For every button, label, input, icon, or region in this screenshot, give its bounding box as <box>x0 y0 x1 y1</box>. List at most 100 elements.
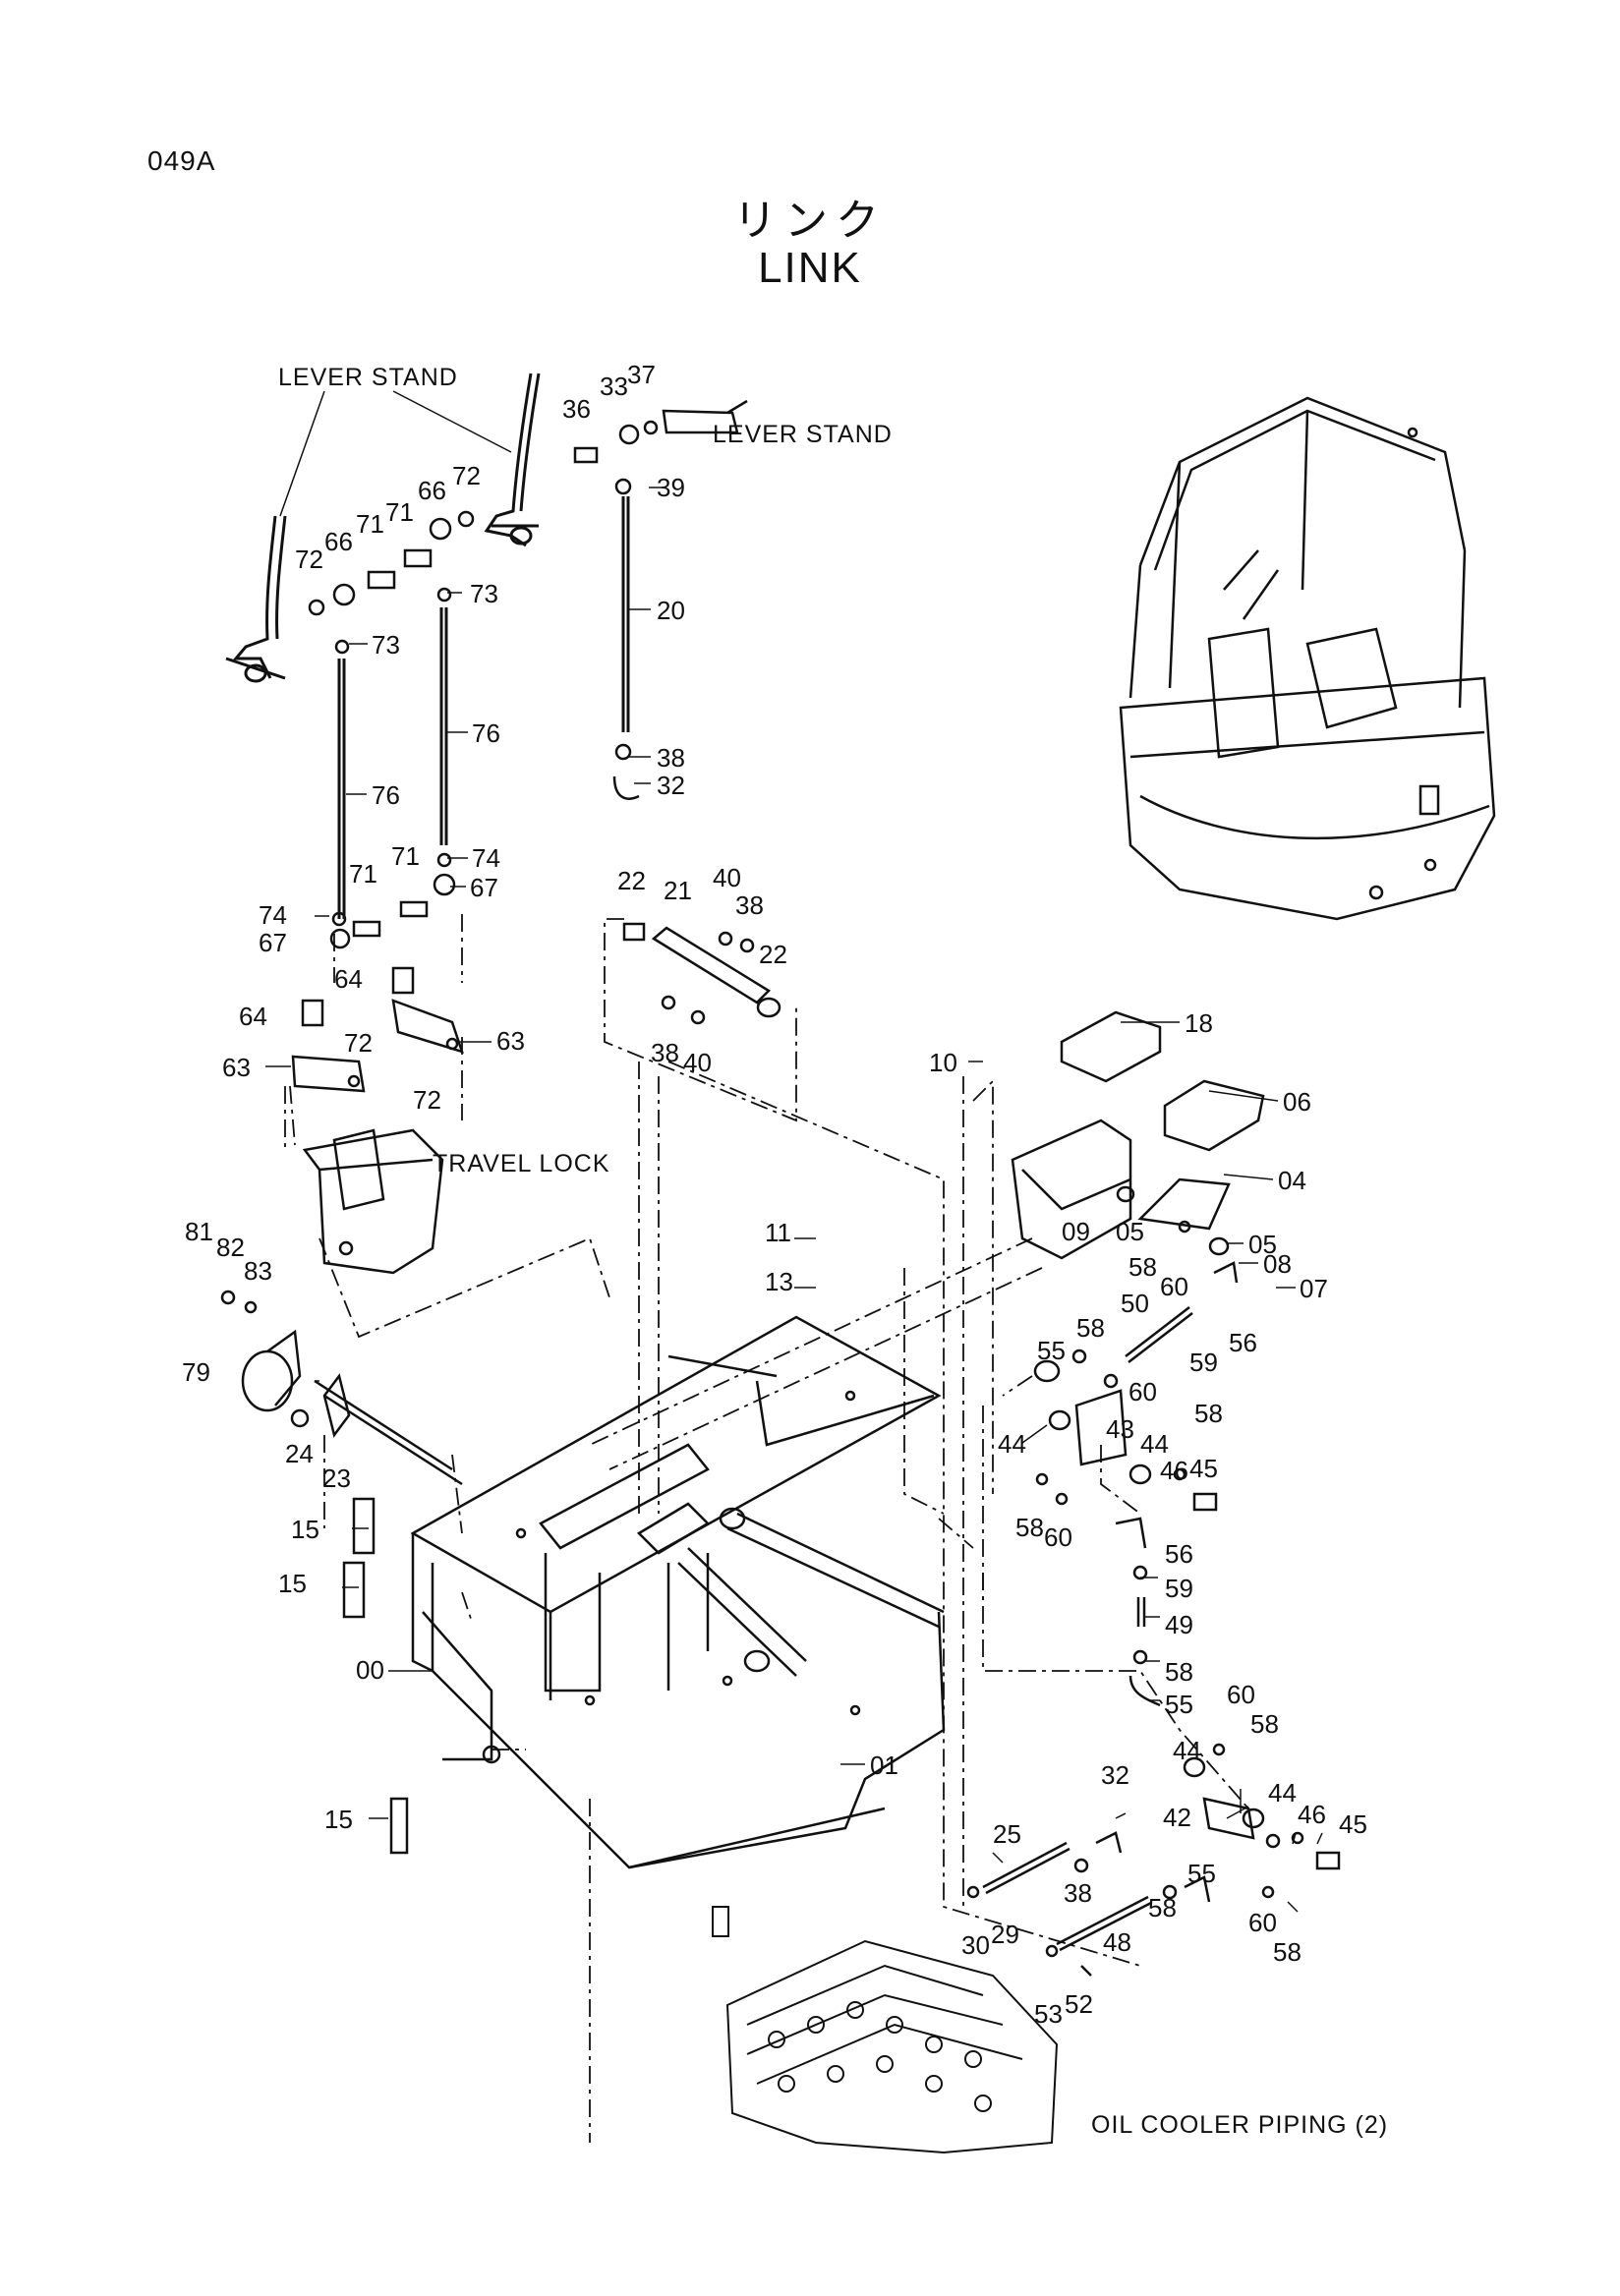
callout-30: 30 <box>961 1930 990 1960</box>
callout-10: 10 <box>929 1048 957 1077</box>
callout-52: 52 <box>1065 1989 1093 2019</box>
label-oil-cooler-piping: OIL COOLER PIPING (2) <box>1091 2111 1388 2139</box>
callout-23: 23 <box>322 1464 351 1493</box>
callout-58e: 58 <box>1165 1657 1193 1687</box>
callout-58b: 58 <box>1076 1313 1105 1343</box>
callout-58c: 58 <box>1194 1399 1223 1428</box>
lower-rods <box>966 1831 1211 1977</box>
callout-38d: 38 <box>1064 1878 1092 1908</box>
lever-stand-leader-lines <box>279 390 512 517</box>
rods <box>337 496 630 919</box>
right-link-parts <box>1033 1306 1341 1899</box>
callout-67: 67 <box>470 873 498 902</box>
callout-81: 81 <box>185 1217 213 1246</box>
callout-06: 06 <box>1283 1087 1311 1117</box>
callout-20: 20 <box>657 596 685 625</box>
callout-45: 45 <box>1189 1454 1218 1483</box>
callout-58g: 58 <box>1148 1893 1177 1923</box>
callout-53: 53 <box>1034 1999 1063 2029</box>
callout-09: 09 <box>1062 1217 1090 1246</box>
callout-15: 15 <box>291 1515 319 1544</box>
callout-56b: 56 <box>1165 1539 1193 1569</box>
label-travel-lock: TRAVEL LOCK <box>433 1150 610 1177</box>
callout-71d: 71 <box>349 859 377 889</box>
brackets-63 <box>291 999 464 1093</box>
label-lever-stand-left: LEVER STAND <box>278 364 458 391</box>
callout-25: 25 <box>993 1819 1021 1849</box>
callout-83: 83 <box>244 1256 272 1286</box>
callout-72d: 72 <box>413 1085 441 1115</box>
main-frame <box>314 1315 946 1869</box>
label-lever-stand-right: LEVER STAND <box>713 421 893 448</box>
callout-44c: 44 <box>1173 1736 1201 1765</box>
callout-55c: 55 <box>1187 1859 1216 1888</box>
callout-38c: 38 <box>651 1038 679 1067</box>
callout-11: 11 <box>765 1218 791 1247</box>
callout-40: 40 <box>713 863 741 892</box>
rocker-shaft-21 <box>622 922 781 1025</box>
callout-48: 48 <box>1103 1927 1131 1957</box>
callout-71: 71 <box>385 497 414 527</box>
callout-63b: 63 <box>222 1053 251 1082</box>
blocks-15 <box>342 1497 409 1855</box>
callout-60c: 60 <box>1044 1522 1072 1552</box>
callout-63: 63 <box>496 1026 525 1056</box>
callout-24: 24 <box>285 1439 314 1468</box>
phantom-lines <box>284 914 1249 2143</box>
callout-74b: 74 <box>259 900 287 930</box>
callout-76: 76 <box>472 718 500 748</box>
callout-58d: 58 <box>1015 1513 1044 1542</box>
diagram-labels: LEVER STAND LEVER STAND TRAVEL LOCK OIL … <box>278 364 1388 2139</box>
callout-66b: 66 <box>324 527 353 556</box>
left-parts-79-23 <box>220 1290 351 1438</box>
callout-55: 55 <box>1037 1336 1066 1365</box>
machine-cab-overview <box>1119 396 1496 921</box>
callout-60e: 60 <box>1248 1908 1277 1937</box>
callout-73: 73 <box>470 579 498 608</box>
callout-22: 22 <box>617 866 646 895</box>
callout-74: 74 <box>472 843 500 873</box>
callout-58h: 58 <box>1273 1937 1302 1967</box>
callout-numbers: 37 33 36 39 20 38 32 72 66 71 66 71 72 7… <box>182 360 1367 2029</box>
callout-67b: 67 <box>259 928 287 957</box>
pedal-assembly <box>1011 1010 1265 1284</box>
callout-18: 18 <box>1185 1008 1213 1038</box>
callout-22b: 22 <box>759 940 787 969</box>
callout-58f: 58 <box>1250 1709 1279 1739</box>
callout-66: 66 <box>418 476 446 505</box>
callout-56: 56 <box>1229 1328 1257 1357</box>
callout-44b: 44 <box>1140 1429 1169 1459</box>
callout-32b: 32 <box>1101 1760 1129 1790</box>
callout-64: 64 <box>334 964 363 994</box>
callout-32: 32 <box>657 771 685 800</box>
callout-71c: 71 <box>391 841 420 871</box>
callout-60d: 60 <box>1227 1680 1255 1709</box>
title-english: LINK <box>758 244 862 292</box>
callout-05: 05 <box>1116 1217 1144 1246</box>
callout-46: 46 <box>1160 1456 1188 1485</box>
callout-59: 59 <box>1189 1348 1218 1377</box>
callout-40b: 40 <box>683 1048 712 1077</box>
callout-45b: 45 <box>1339 1809 1367 1839</box>
travel-lock-block <box>302 1128 444 1275</box>
title-japanese: リンク <box>733 196 887 246</box>
callout-leaders <box>265 487 1323 1913</box>
callout-33: 33 <box>600 372 628 401</box>
callout-60b: 60 <box>1128 1377 1157 1406</box>
callout-37: 37 <box>627 360 656 389</box>
callout-01: 01 <box>870 1751 898 1780</box>
callout-64b: 64 <box>239 1002 267 1031</box>
callout-36: 36 <box>562 394 591 424</box>
callout-73b: 73 <box>372 630 400 660</box>
callout-60: 60 <box>1160 1272 1188 1301</box>
callout-13: 13 <box>765 1267 793 1296</box>
callout-44: 44 <box>998 1429 1026 1459</box>
callout-50: 50 <box>1121 1289 1149 1318</box>
page-code: 049A <box>147 145 216 176</box>
callout-55b: 55 <box>1165 1690 1193 1719</box>
callout-39: 39 <box>657 473 685 502</box>
upper-fasteners <box>301 399 748 1027</box>
callout-38b: 38 <box>735 890 764 920</box>
